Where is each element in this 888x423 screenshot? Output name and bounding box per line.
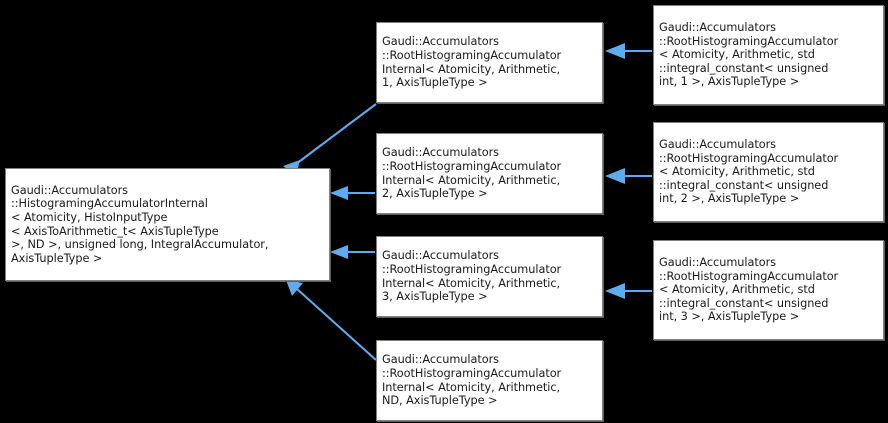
class-node-internal-3[interactable]: Gaudi::Accumulators ::RootHistogramingAc… bbox=[376, 236, 603, 317]
class-node-label: Gaudi::Accumulators ::RootHistogramingAc… bbox=[659, 138, 839, 206]
class-node-accumulator-3[interactable]: Gaudi::Accumulators ::RootHistogramingAc… bbox=[653, 240, 884, 340]
class-node-label: Gaudi::Accumulators ::RootHistogramingAc… bbox=[382, 35, 562, 90]
edge-internalnd-to-base bbox=[286, 280, 377, 361]
edge-internal2-to-base bbox=[330, 186, 375, 200]
class-node-base[interactable]: Gaudi::Accumulators ::HistogramingAccumu… bbox=[5, 168, 330, 281]
class-node-internal-nd[interactable]: Gaudi::Accumulators ::RootHistogramingAc… bbox=[376, 340, 603, 421]
class-node-accumulator-1[interactable]: Gaudi::Accumulators ::RootHistogramingAc… bbox=[653, 5, 884, 105]
edge-accumulator3-to-internal3 bbox=[605, 283, 652, 299]
class-node-label: Gaudi::Accumulators ::RootHistogramingAc… bbox=[659, 21, 839, 89]
edge-internal3-to-base bbox=[330, 245, 375, 259]
edge-internal1-to-base bbox=[283, 103, 377, 176]
class-node-internal-2[interactable]: Gaudi::Accumulators ::RootHistogramingAc… bbox=[376, 133, 603, 214]
class-node-accumulator-2[interactable]: Gaudi::Accumulators ::RootHistogramingAc… bbox=[653, 122, 884, 222]
class-node-label: Gaudi::Accumulators ::RootHistogramingAc… bbox=[659, 256, 839, 324]
edge-accumulator1-to-internal1 bbox=[605, 43, 652, 59]
class-node-label: Gaudi::Accumulators ::RootHistogramingAc… bbox=[382, 146, 562, 201]
class-node-label: Gaudi::Accumulators ::RootHistogramingAc… bbox=[382, 249, 562, 304]
class-node-internal-1[interactable]: Gaudi::Accumulators ::RootHistogramingAc… bbox=[376, 22, 603, 103]
class-node-label: Gaudi::Accumulators ::RootHistogramingAc… bbox=[382, 353, 562, 408]
edge-accumulator2-to-internal2 bbox=[605, 168, 652, 184]
class-node-label: Gaudi::Accumulators ::HistogramingAccumu… bbox=[11, 183, 269, 265]
